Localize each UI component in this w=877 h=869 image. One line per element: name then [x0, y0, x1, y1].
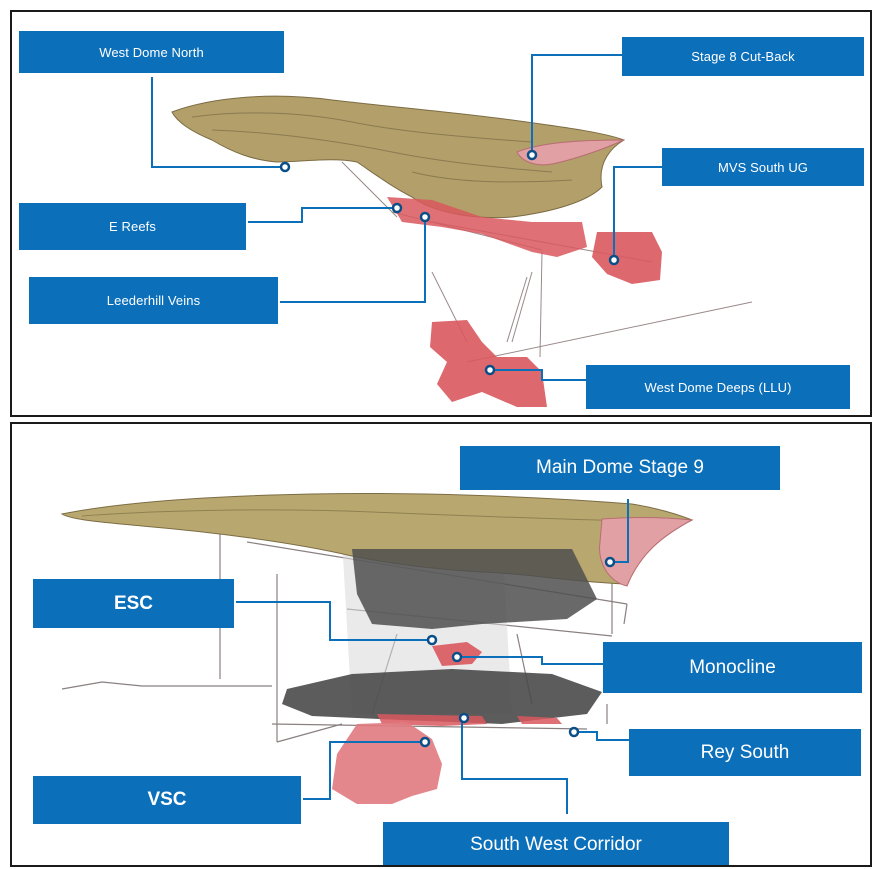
esc-label: ESC — [33, 579, 234, 628]
upper-development-mass-shape — [352, 549, 597, 629]
bottom-panel: Main Dome Stage 9 ESC Monocline Rey Sout… — [10, 422, 872, 867]
stage8-cutback-label: Stage 8 Cut-Back — [622, 37, 864, 76]
vsc-stopes-shape — [332, 722, 442, 804]
west-dome-north-label: West Dome North — [19, 31, 284, 73]
leederhill-veins-label: Leederhill Veins — [29, 277, 278, 324]
main-dome-stage9-shape — [600, 517, 692, 586]
vsc-label: VSC — [33, 776, 301, 824]
mvs-south-ug-label: MVS South UG — [662, 148, 864, 186]
mvs-south-stopes-shape — [592, 232, 662, 284]
e-reefs-label: E Reefs — [19, 203, 246, 250]
west-dome-deeps-stopes-shape — [430, 320, 547, 407]
south-west-corridor-label: South West Corridor — [383, 822, 729, 867]
west-dome-deeps-label: West Dome Deeps (LLU) — [586, 365, 850, 409]
monocline-label: Monocline — [603, 642, 862, 693]
rey-south-label: Rey South — [629, 729, 861, 776]
top-panel: West Dome North Stage 8 Cut-Back MVS Sou… — [10, 10, 872, 417]
main-dome-stage9-label: Main Dome Stage 9 — [460, 446, 780, 490]
